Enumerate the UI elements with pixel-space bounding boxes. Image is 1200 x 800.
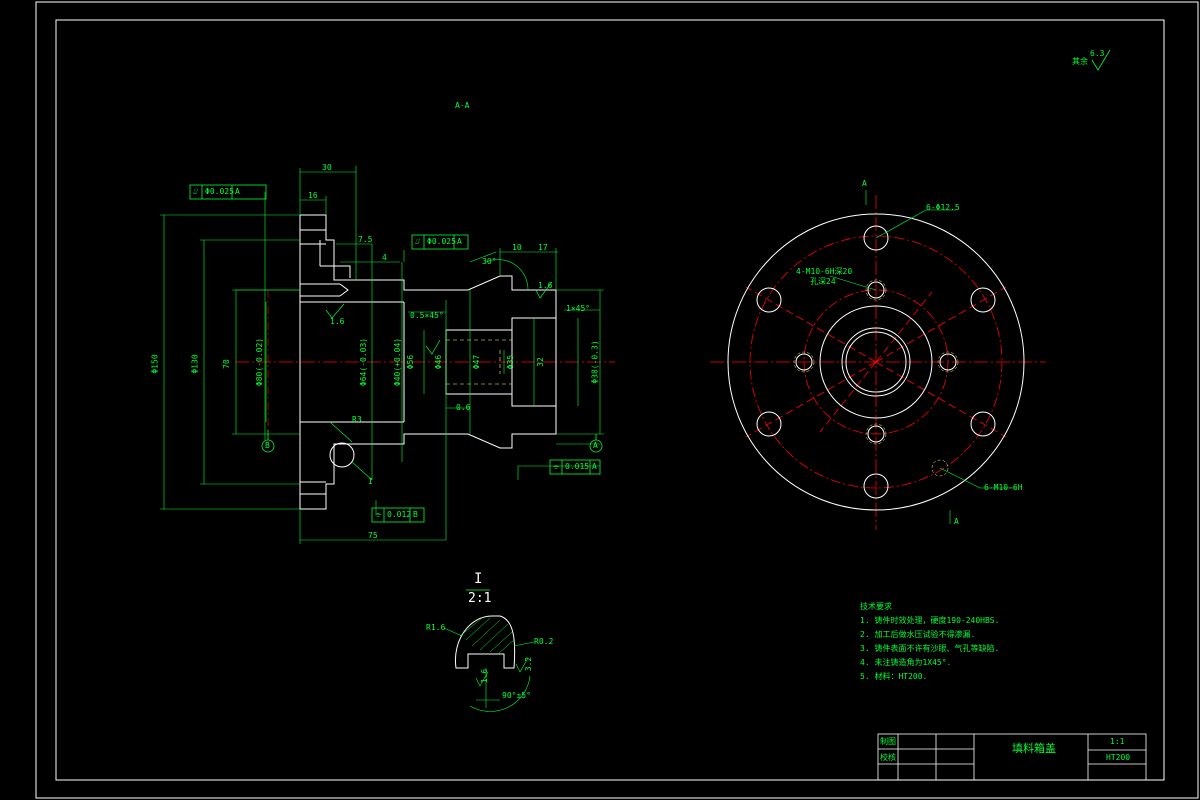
dim-top-5: 10 <box>512 243 522 252</box>
callout-roughness-2: 1.6 <box>538 281 553 290</box>
datum-b: B <box>265 441 270 450</box>
dim-v-2: Φ130 <box>190 354 200 374</box>
tech-note-item: 3. 铸件表面不许有沙眼、气孔等缺陷. <box>860 644 1000 653</box>
section-label: A-A <box>455 101 470 110</box>
dim-top-4: 4 <box>382 253 387 262</box>
tech-note-item: 2. 加工后做水压试验不得渗漏. <box>860 630 976 639</box>
tech-notes: 技术要求 1. 铸件时效处理，硬度190-240HBS. 2. 加工后做水压试验… <box>860 600 999 684</box>
dim-top-2: 16 <box>308 191 318 200</box>
tol-frame-4-symbol: ⌯ <box>375 510 382 519</box>
end-view-centerlines <box>710 195 1046 530</box>
dim-v-1: Φ150 <box>150 354 160 374</box>
title-block-drawn: 制图 <box>880 737 896 746</box>
callout-tapped-holes: 4-M10-6H深20 <box>796 267 853 276</box>
detail-mark: I <box>368 477 373 486</box>
drawing-frame <box>35 1 1199 799</box>
tol-frame-2-ref: A <box>457 237 462 246</box>
section-mark-bottom: A <box>954 517 959 526</box>
callout-tapped-holes-2: 6-M10-6H <box>984 483 1023 492</box>
tol-frame-1-value: Φ0.025 <box>205 187 234 196</box>
tol-frame-1-symbol: ⌰ <box>193 187 199 196</box>
callout-gap: 0.6 <box>456 403 471 412</box>
dim-v-4: Φ80(-0.02) <box>255 337 265 387</box>
detail-dim-4: 3.2 <box>524 656 534 672</box>
title-block-material: HT200 <box>1106 753 1131 762</box>
detail-hatch <box>459 617 515 655</box>
surface-note-label: 其余 <box>1072 57 1088 66</box>
title-block <box>877 733 1147 781</box>
datum-markers <box>261 430 603 453</box>
detail-dim-3: 1.6 <box>480 668 490 684</box>
callout-hole-depth: 孔深24 <box>810 277 836 286</box>
callout-bolt-holes: 6-Φ12.5 <box>926 203 960 212</box>
tol-frame-3-ref: A <box>592 462 597 471</box>
dim-v-5: Φ64(-0.03) <box>359 337 369 387</box>
end-view-leaders <box>829 190 1016 524</box>
tol-frame-4-ref: B <box>413 510 418 519</box>
detail-view <box>443 589 535 712</box>
dim-bottom: 75 <box>368 531 378 540</box>
dim-top-3: 7.5 <box>358 235 373 244</box>
tech-note-item: 1. 铸件时效处理，硬度190-240HBS. <box>860 616 1000 625</box>
dim-v-8: Φ46 <box>434 354 444 370</box>
dim-v-6: Φ40(+0.04) <box>393 337 403 387</box>
callout-chamfer-1: 0.5×45° <box>410 311 444 320</box>
detail-dim-5: 90°±5° <box>502 691 531 700</box>
callout-chamfer-2: 1×45° <box>566 304 591 313</box>
dimension-lines <box>160 166 604 544</box>
tol-frame-3-value: 0.015 <box>565 462 590 471</box>
dim-v-12: 32 <box>535 357 545 367</box>
detail-title: I <box>474 571 483 587</box>
tol-frame-3-symbol: ⌯ <box>553 462 560 471</box>
tech-notes-title: 技术要求 <box>860 602 892 611</box>
dim-v-11: Φ38(-0.3) <box>590 340 600 384</box>
dim-top-1: 30 <box>322 163 332 172</box>
title-block-part-name: 填料箱盖 <box>1012 742 1056 755</box>
tech-note-item: 5. 材料：HT200. <box>860 672 928 681</box>
end-view-outline <box>727 213 1025 511</box>
dim-v-10: Φ35 <box>506 354 516 370</box>
title-block-checked: 校核 <box>880 753 896 762</box>
tolerance-frames <box>189 184 601 523</box>
detail-dim-1: R1.6 <box>426 623 446 632</box>
hidden-lines <box>446 339 512 385</box>
tol-frame-4-value: 0.012 <box>387 510 412 519</box>
left-section-view <box>160 166 615 544</box>
tol-frame-1-ref: A <box>235 187 240 196</box>
detail-dim-2: R0.2 <box>534 637 554 646</box>
right-end-view <box>710 190 1046 530</box>
section-mark-top: A <box>862 179 867 188</box>
dim-top-6: 17 <box>538 243 548 252</box>
dim-v-3: 70 <box>221 359 231 369</box>
dim-v-9: Φ47 <box>472 354 482 370</box>
title-block-scale: 1:1 <box>1110 737 1125 746</box>
detail-scale: 2:1 <box>468 591 492 606</box>
dim-v-7: Φ56 <box>406 354 416 370</box>
tol-frame-2-symbol: ⌰ <box>415 237 421 246</box>
tech-note-item: 4. 未注铸造角为1X45°. <box>860 658 952 667</box>
callout-radius: R3 <box>352 415 362 424</box>
surface-note-value: 6.3 <box>1090 49 1105 58</box>
datum-a: A <box>593 441 598 450</box>
callout-roughness-1: 1.6 <box>330 317 345 326</box>
callout-angle: 30° <box>482 257 497 266</box>
detail-profile <box>454 615 516 669</box>
tol-frame-2-value: Φ0.025 <box>427 237 456 246</box>
surface-roughness-icon <box>1091 49 1111 71</box>
roughness-marks <box>325 281 553 355</box>
